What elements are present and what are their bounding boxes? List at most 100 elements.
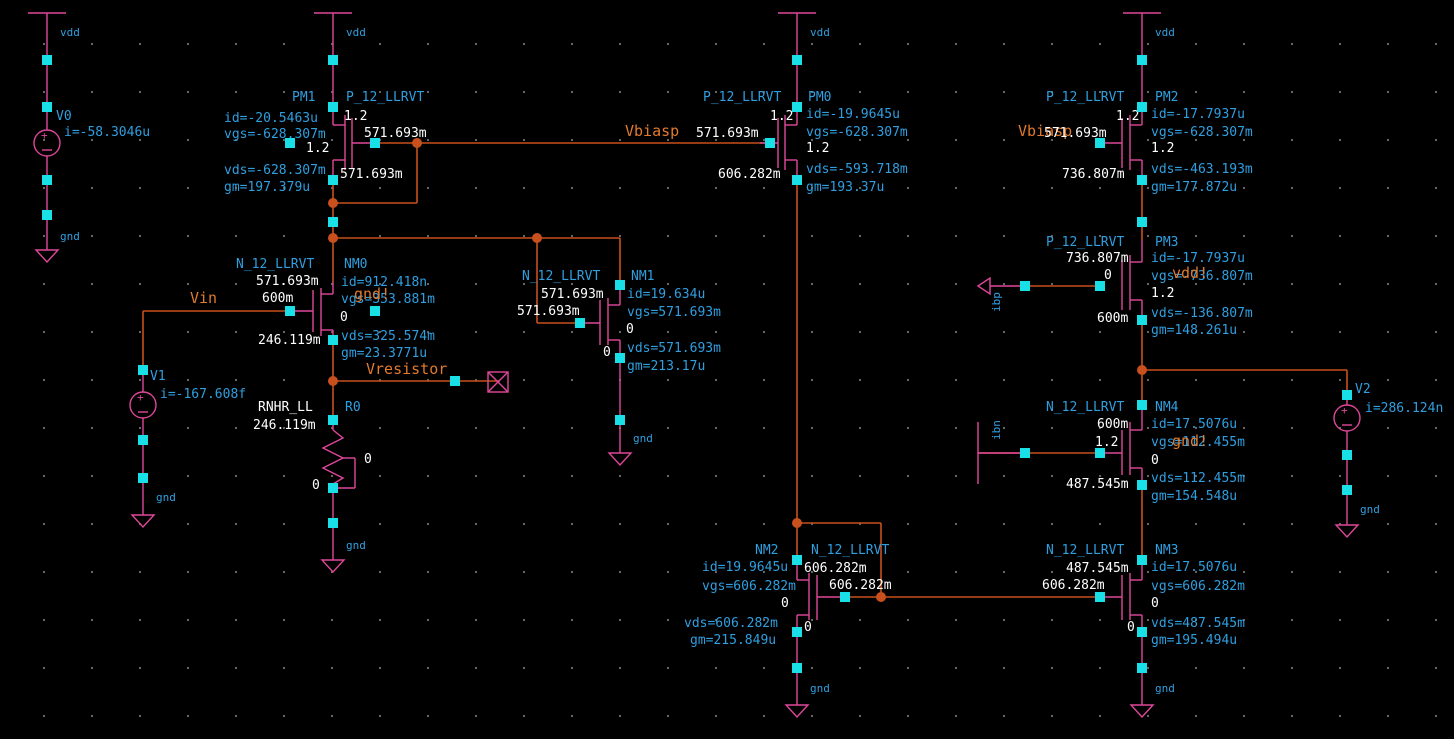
- pin-marker: [1342, 450, 1352, 460]
- gnd-label: gnd: [810, 682, 830, 695]
- device-vds: vds=-136.807m: [1151, 306, 1253, 321]
- device-vds: vds=571.693m: [627, 341, 721, 356]
- pin-voltage: 487.545m: [1066, 477, 1129, 492]
- device-gm: gm=23.3771u: [341, 346, 427, 361]
- device-gm: gm=177.872u: [1151, 180, 1237, 195]
- resistor-r0[interactable]: R0 RNHR_LL 246.119m 0 0 gnd: [253, 400, 372, 574]
- pin-voltage: 1.2: [344, 109, 367, 124]
- pin-voltage: 571.693m: [696, 126, 759, 141]
- pin-marker: [615, 415, 625, 425]
- device-gm: gm=148.261u: [1151, 323, 1237, 338]
- transistor-nm0[interactable]: NM0 N_12_LLRVT id=912.418n vgs=353.881m …: [236, 257, 435, 361]
- svg-text:+: +: [137, 391, 144, 404]
- pin-marker: [575, 318, 585, 328]
- pin-markers: [42, 55, 1352, 673]
- transistor-nm3[interactable]: NM3 N_12_LLRVT id=17.5076u vgs=606.282m …: [1042, 543, 1245, 719]
- device-id: id=19.9645u: [702, 560, 788, 575]
- pin-voltage: 1.2: [806, 141, 829, 156]
- net-label-gnd: gnd!: [1172, 432, 1208, 450]
- net-label-vin[interactable]: Vin: [190, 289, 217, 307]
- ibp-input[interactable]: ibp: [976, 276, 1025, 312]
- transistor-nm1[interactable]: NM1 N_12_LLRVT id=19.634u vgs=571.693m v…: [517, 269, 721, 467]
- device-model: N_12_LLRVT: [1046, 400, 1124, 415]
- gnd-label: gnd: [156, 491, 176, 504]
- net-label-vresistor[interactable]: Vresistor: [366, 360, 447, 378]
- device-vgs: vgs=606.282m: [1151, 579, 1245, 594]
- source-v2-current: i=286.124n: [1365, 401, 1443, 416]
- pin-voltage: 0: [781, 596, 789, 611]
- device-vgs: vgs=112.455m: [1151, 435, 1245, 450]
- source-v2[interactable]: + V2 i=286.124n gnd: [1333, 382, 1443, 539]
- pin-marker: [615, 353, 625, 363]
- pin-voltage: 0: [603, 345, 611, 360]
- transistor-pm0[interactable]: PM0 P_12_LLRVT id=-19.9645u vgs=-628.307…: [696, 60, 908, 195]
- ibp-label: ibp: [990, 292, 1003, 312]
- pin-marker: [1137, 55, 1147, 65]
- device-vds: vds=-463.193m: [1151, 162, 1253, 177]
- pin-voltage: 1.2: [1151, 286, 1174, 301]
- pin-voltage: 736.807m: [1066, 251, 1129, 266]
- ibn-label: ibn: [990, 420, 1003, 440]
- pin-voltage: 606.282m: [718, 167, 781, 182]
- pin-voltage: 1.2: [1151, 141, 1174, 156]
- device-id: id=-17.7937u: [1151, 107, 1245, 122]
- gnd-label: gnd: [1155, 682, 1175, 695]
- transistor-nm2[interactable]: NM2 N_12_LLRVT id=19.9645u vgs=606.282m …: [684, 543, 892, 719]
- device-name: PM3: [1155, 235, 1178, 250]
- net-label-vdd: vdd!: [1172, 264, 1208, 282]
- pin-marker: [328, 55, 338, 65]
- source-v0-name: V0: [56, 109, 72, 124]
- pin-voltage: 736.807m: [1062, 167, 1125, 182]
- device-model: P_12_LLRVT: [1046, 90, 1124, 105]
- transistor-pm2[interactable]: PM2 P_12_LLRVT id=-17.7937u vgs=-628.307…: [1044, 60, 1253, 195]
- device-gm: gm=154.548u: [1151, 489, 1237, 504]
- pin-vresistor-terminal[interactable]: [487, 371, 509, 393]
- device-name: NM2: [755, 543, 778, 558]
- pin-marker: [328, 483, 338, 493]
- ibn-input[interactable]: ibn: [977, 420, 1025, 484]
- source-v0-current: i=-58.3046u: [64, 125, 150, 140]
- pin-voltage: 1.2: [1116, 109, 1139, 124]
- pin-marker: [42, 210, 52, 220]
- net-label-vbiasp-right[interactable]: Vbiasp: [1018, 122, 1072, 140]
- device-gm: gm=193.37u: [806, 180, 884, 195]
- pin-marker: [1095, 281, 1105, 291]
- gnd-label: gnd: [1360, 503, 1380, 516]
- pin-voltage: 246.119m: [253, 418, 316, 433]
- pin-marker: [138, 473, 148, 483]
- junction-dots: [328, 138, 1147, 602]
- pin-voltage: 571.693m: [1044, 126, 1107, 141]
- vdd-supply-pm2: vdd: [1123, 12, 1175, 60]
- pin-marker: [1137, 480, 1147, 490]
- net-label-vbiasp[interactable]: Vbiasp: [625, 122, 679, 140]
- pin-voltage: 571.693m: [256, 274, 319, 289]
- pin-marker: [328, 415, 338, 425]
- pin-voltage: 0: [1127, 620, 1135, 635]
- svg-text:+: +: [41, 129, 48, 142]
- pin-voltage: 0: [626, 322, 634, 337]
- device-name: NM3: [1155, 543, 1178, 558]
- device-model: RNHR_LL: [258, 400, 313, 415]
- transistor-pm3[interactable]: PM3 P_12_LLRVT id=-17.7937u vgs=-736.807…: [1046, 235, 1253, 338]
- pin-marker: [370, 138, 380, 148]
- device-model: P_12_LLRVT: [703, 90, 781, 105]
- transistor-pm1[interactable]: PM1 P_12_LLRVT id=-20.5463u vgs=-628.307…: [224, 60, 427, 195]
- source-v1[interactable]: + V1 i=-167.608f gnd: [129, 369, 246, 529]
- vdd-supply-pm1: vdd: [314, 12, 366, 60]
- pin-voltage: 606.282m: [1042, 578, 1105, 593]
- device-model: N_12_LLRVT: [1046, 543, 1124, 558]
- pin-voltage: 600m: [1097, 417, 1128, 432]
- vdd-label: vdd: [60, 26, 80, 39]
- pin-marker: [285, 306, 295, 316]
- device-gm: gm=213.17u: [627, 359, 705, 374]
- source-v0[interactable]: + V0 i=-58.3046u gnd: [33, 60, 150, 264]
- device-id: id=19.634u: [627, 287, 705, 302]
- source-v2-name: V2: [1355, 382, 1371, 397]
- pin-marker: [765, 138, 775, 148]
- device-vgs: vgs=-736.807m: [1151, 269, 1253, 284]
- pin-marker: [792, 663, 802, 673]
- pin-marker: [1095, 592, 1105, 602]
- device-model: N_12_LLRVT: [522, 269, 600, 284]
